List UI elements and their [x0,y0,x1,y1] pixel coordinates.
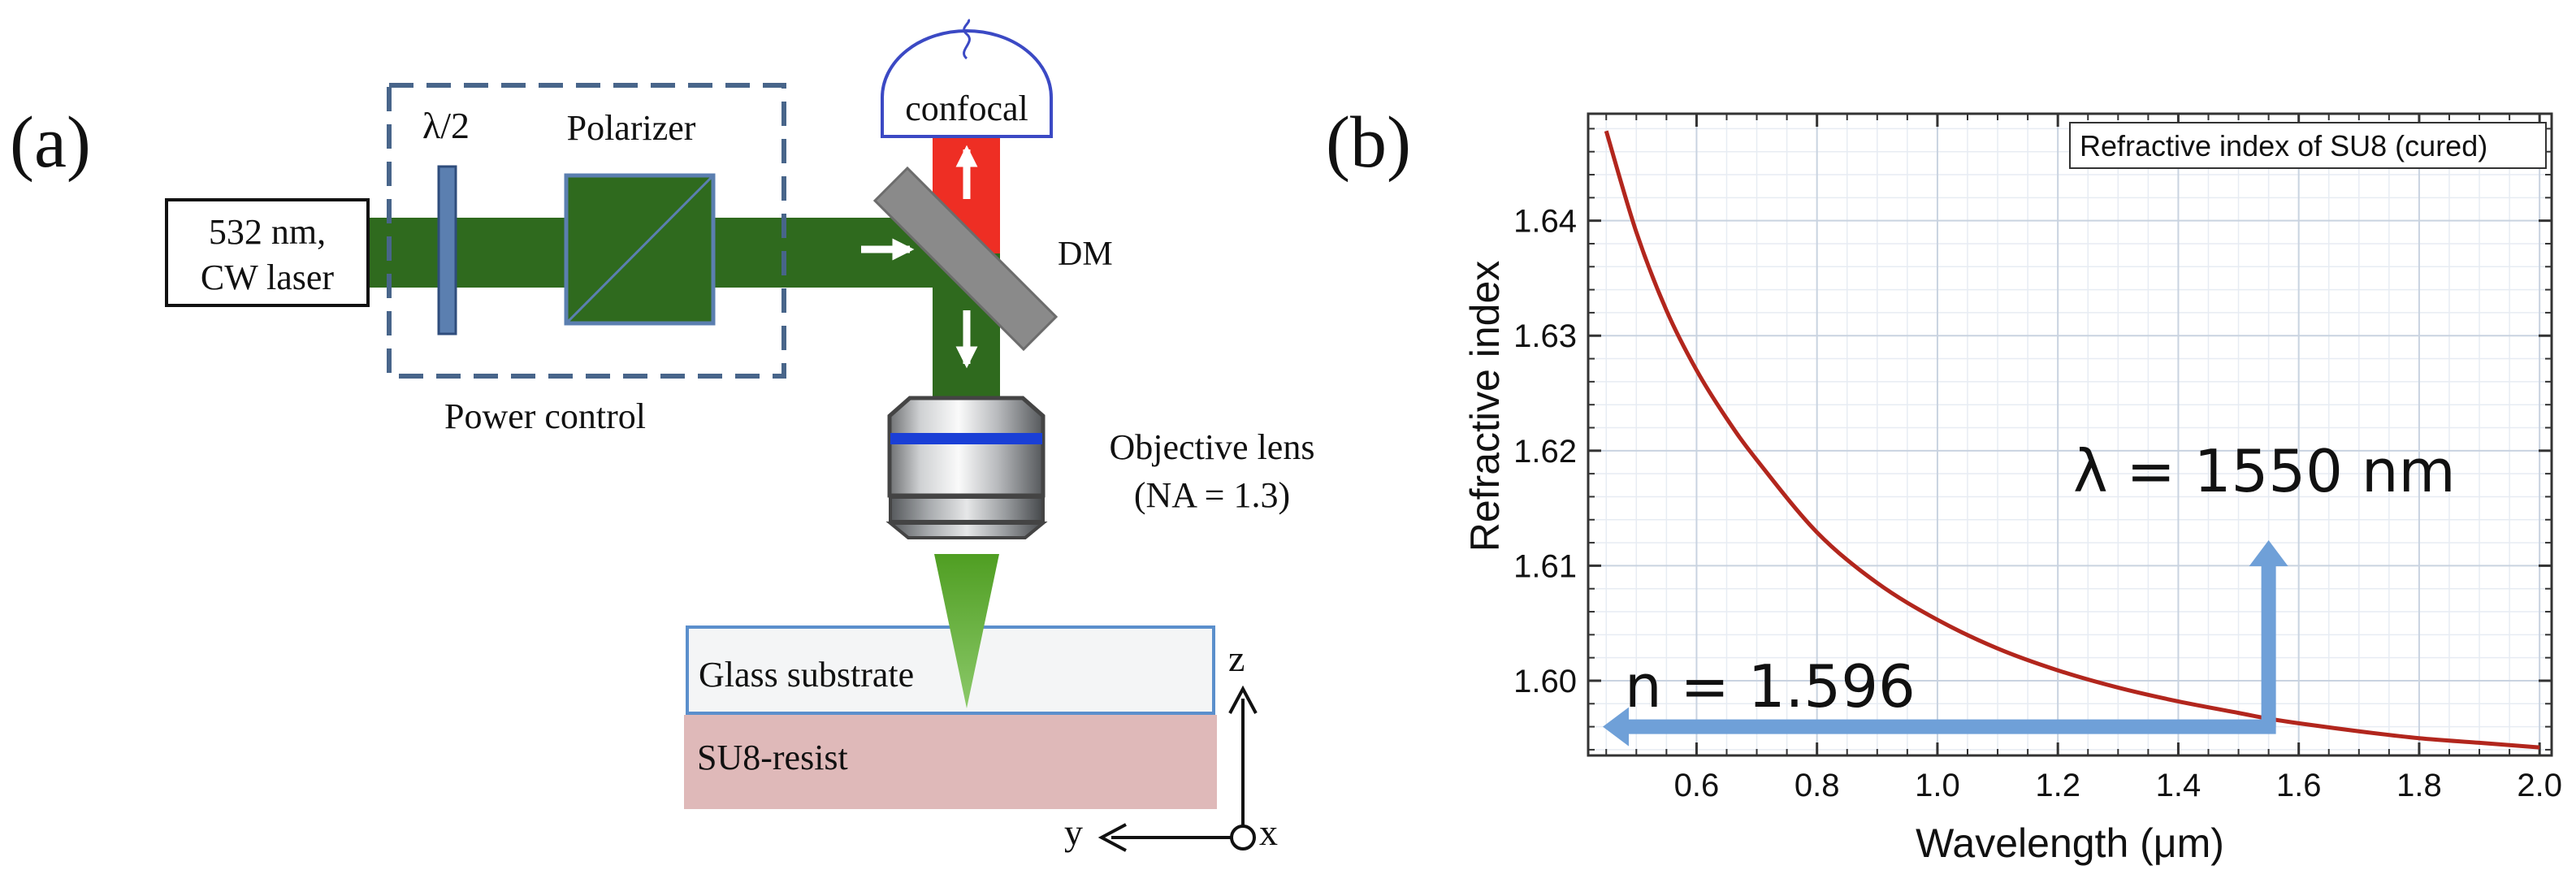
x-tick-label: 2.0 [2517,768,2562,803]
x-tick-label: 1.2 [2035,768,2080,803]
objective-label-line2: (NA = 1.3) [1134,475,1290,515]
x-tick-label: 1.6 [2276,768,2322,803]
y-axis-title: Refractive index [1462,261,1508,552]
refractive-index-chart: 0.6 0.8 1.0 1.2 1.4 1.6 1.8 2.0 1.60 1.61 1.62 1.63… [1462,112,2562,866]
power-control-label: Power control [444,396,646,436]
panel-a-label: (a) [10,102,91,183]
polarizer-label: Polarizer [567,108,696,148]
glass-substrate [686,625,1215,715]
half-wave-label: λ/2 [422,105,470,146]
panel-a: (a) 532 nm, CW laser Power control λ/2 P… [10,18,1315,853]
wavelength-arrow-shaft [2261,565,2276,727]
glass-substrate-label: Glass substrate [699,655,914,695]
x-tick-label: 0.8 [1795,768,1840,803]
laser-source-box [165,198,370,307]
x-axis-title: Wavelength (μm) [1916,820,2224,866]
power-control-box [387,83,786,379]
legend-box [2069,122,2547,169]
x-tick-label: 1.0 [1915,768,1960,803]
confocal-detector [881,29,1053,138]
y-tick-label: 1.61 [1513,548,1577,584]
coordinate-axes [1098,685,1258,852]
x-tick-label: 0.6 [1674,768,1720,803]
plot-frame [1587,112,2553,757]
focus-cone [934,554,999,708]
wavelength-arrow-head [2249,540,2288,566]
confocal-signal-icon [963,18,971,60]
objective-label-line1: Objective lens [1110,427,1315,467]
y-tick-label: 1.64 [1513,204,1577,240]
confocal-label: confocal [905,89,1028,128]
laser-label-line2: CW laser [201,258,334,297]
annotation-lambda: λ = 1550 nm [2073,437,2456,505]
x-tick-label: 1.4 [2156,768,2202,803]
laser-label-line1: 532 nm, [209,212,326,252]
objective-lens [885,396,1048,539]
annotation-n: n = 1.596 [1625,652,1916,721]
y-tick-label: 1.63 [1513,318,1577,354]
x-tick-label: 1.8 [2396,768,2442,803]
dm-label: DM [1058,236,1113,273]
half-wave-plate [437,165,457,335]
panel-b-label: (b) [1326,102,1411,183]
chart-legend: Refractive index of SU8 (cured) [2069,122,2547,169]
legend-text: Refractive index of SU8 (cured) [2080,129,2487,162]
series-line-su8 [1604,130,2540,750]
index-arrow-head [1603,707,1629,747]
y-tick-label: 1.62 [1513,434,1577,470]
axis-x-label: x [1259,812,1278,853]
polarizer-diagonal [565,174,715,325]
chart-series [1604,130,2540,750]
axis-y-label: y [1064,812,1083,853]
dichroic-mirror [872,166,1059,352]
panel-b: (b) 0.6 0.8 1.0 1.2 1.4 1.6 1.8 2.0 1.60 1.61 1.62… [1326,102,2562,866]
axis-z-label: z [1228,638,1245,679]
index-arrow-shaft [1627,719,2276,734]
chart-grid [1588,114,2552,755]
su8-resist-layer [684,715,1217,809]
su8-resist-label: SU8-resist [697,738,848,777]
chart-annotations [1603,540,2288,747]
y-tick-label: 1.60 [1513,664,1577,699]
objective-lens-band [890,433,1042,444]
